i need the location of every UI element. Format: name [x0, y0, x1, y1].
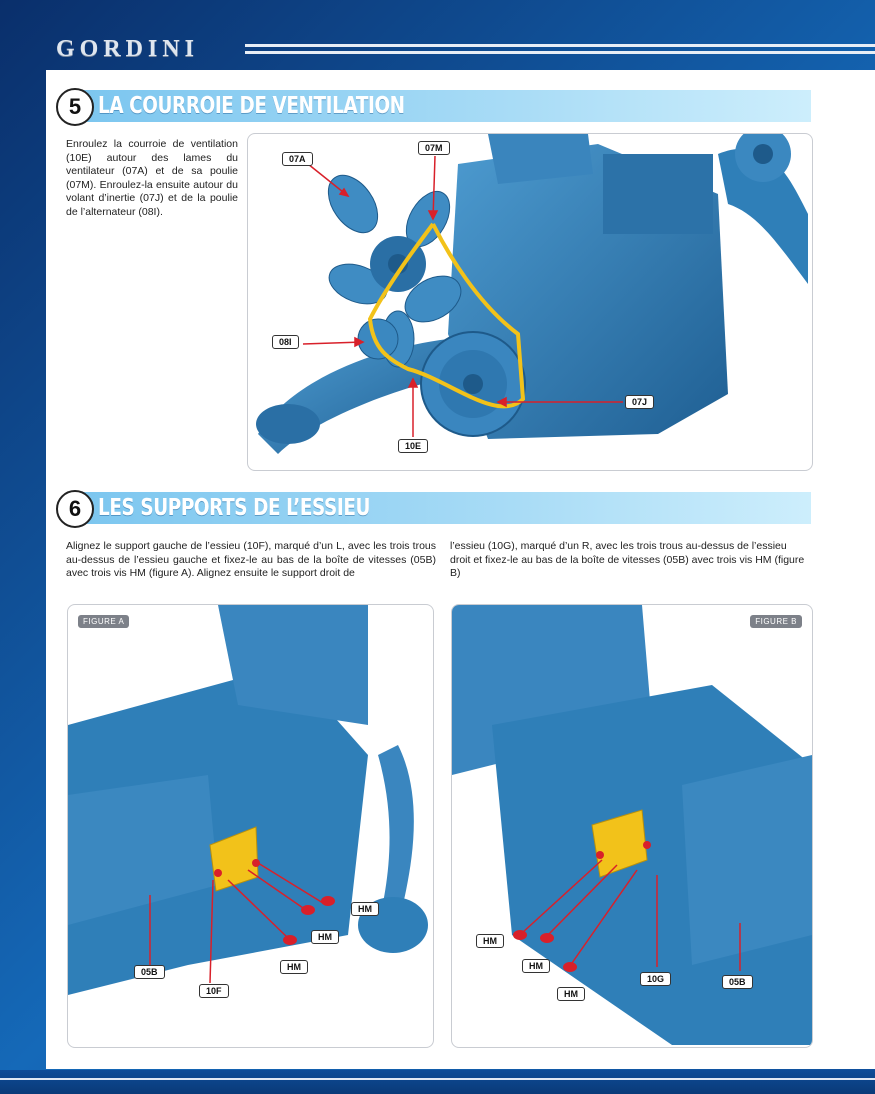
callout-07J: 07J: [625, 395, 655, 409]
gearbox-right-illustration: [452, 605, 812, 1045]
figure-b: FIGURE B HM HM HM 10G 05B: [451, 604, 813, 1048]
callout-hm: HM: [351, 902, 379, 916]
section-title: LA COURROIE DE VENTILATION: [98, 93, 405, 119]
section-title-band: LA COURROIE DE VENTILATION: [82, 90, 811, 122]
header-rule: [245, 44, 875, 60]
section-6-instructions-right: l’essieu (10G), marqué d’un R, avec les …: [450, 540, 805, 579]
engine-illustration: [256, 134, 808, 454]
callout-05B: 05B: [722, 975, 753, 989]
callout-10E: 10E: [398, 439, 429, 453]
callout-08I: 08I: [272, 335, 299, 349]
section-title: LES SUPPORTS DE L’ESSIEU: [98, 495, 371, 521]
figure-fan-belt: 07A 07M 08I 10E 07J: [247, 133, 813, 471]
callout-hm: HM: [280, 960, 308, 974]
section-number: 5: [56, 88, 94, 126]
figure-a: FIGURE A HM HM HM 05B 10F: [67, 604, 434, 1048]
callout-10G: 10G: [640, 972, 672, 986]
callout-07A: 07A: [282, 152, 313, 166]
gearbox-left-illustration: [68, 605, 428, 995]
callout-05B: 05B: [134, 965, 165, 979]
section-title-band: LES SUPPORTS DE L’ESSIEU: [82, 492, 811, 524]
section-6-header: 6 LES SUPPORTS DE L’ESSIEU: [56, 490, 811, 528]
callout-07M: 07M: [418, 141, 450, 155]
callout-hm: HM: [476, 934, 504, 948]
section-number: 6: [56, 490, 94, 528]
callout-hm: HM: [557, 987, 585, 1001]
figure-label: FIGURE B: [750, 615, 802, 628]
callout-hm: HM: [311, 930, 339, 944]
footer-bar: [0, 1070, 875, 1094]
section-5-instructions: Enroulez la courroie de ventilation (10E…: [66, 138, 238, 218]
callout-10F: 10F: [199, 984, 229, 998]
callout-hm: HM: [522, 959, 550, 973]
figure-label: FIGURE A: [78, 615, 130, 628]
section-5-header: 5 LA COURROIE DE VENTILATION: [56, 88, 811, 126]
brand-logo: GORDINI: [56, 36, 200, 62]
section-6-instructions-left: Alignez le support gauche de l’essieu (1…: [66, 540, 436, 579]
